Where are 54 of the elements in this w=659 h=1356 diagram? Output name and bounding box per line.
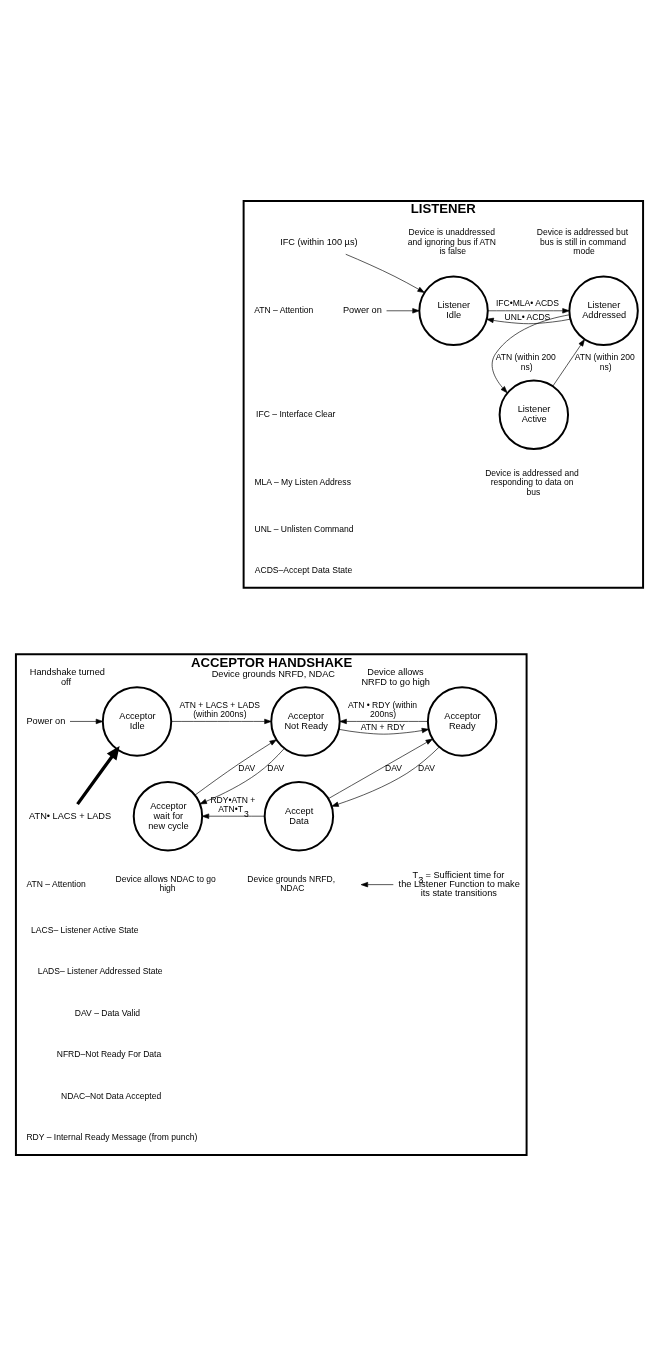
edge-label: ATN • RDY (within 200ns) [347,699,418,720]
label: ATN – Attention [26,878,86,889]
label: UNL – Unlisten Command [254,523,354,534]
node-text: Power on [26,715,66,726]
arrow [486,317,571,325]
label: ACDS–Accept Data State [254,564,353,575]
label: NFRD–Not Ready For Data [56,1049,162,1060]
node-label: Device is addressed but bus is still in command mode [536,227,629,256]
arrow [360,882,394,888]
arrow [491,314,570,394]
label: MLA – My Listen Address [254,477,351,488]
label: RDY – Internal Ready Message (from punch) [26,1132,198,1143]
arrow [552,339,585,387]
node-label: Device allows NDAC to go high [115,874,216,894]
arrow [386,308,420,314]
edge-label: ATN + LACS + LADS (within 200ns) [179,699,261,720]
node-text: Power on [342,305,382,316]
arrow [199,748,285,805]
label: DAV – Data Valid [74,1007,141,1018]
arrow [194,739,277,796]
label: ATN – Attention [254,305,314,316]
arrow [69,718,104,725]
node-text: ATN• LACS + LADS [29,810,112,821]
arrow [328,738,433,799]
edge-label: ATN + RDY [360,722,406,733]
edge-label: ATN (within 200 ns) [574,352,635,372]
node-circle: Accept Data [263,781,335,852]
edge-label: IFC•MLA• ACDS [495,298,559,309]
node-label: Handshake turned off [29,666,105,687]
label: NDAC–Not Data Accepted [61,1090,162,1101]
edge-label: DAV [238,763,256,774]
edge-label: ATN (within 200 ns) [495,352,556,372]
label: LACS– Listener Active State [31,924,139,935]
arrow [76,746,120,806]
node-circle: Acceptor wait for new cycle [132,781,204,852]
label: IFC – Interface Clear [256,409,336,420]
arrow [171,718,272,725]
arrow [345,253,425,293]
arrow [338,727,429,735]
edge-label: UNL• ACDS [504,311,551,322]
label: LADS– Listener Addressed State [37,966,163,977]
node-label: Device is addressed and responding to data on bus [485,468,579,497]
arrow [331,746,440,807]
edge-label: DAV [267,763,285,774]
node-circle: Acceptor Idle [101,686,173,757]
arrow [201,813,265,819]
node-text: IFC (within 100 µs) [280,236,358,247]
edge-label: DAV [385,763,403,774]
arrow [339,718,429,725]
arrow [487,308,570,314]
edge-label: DAV [418,763,435,774]
node-label: Device grounds NRFD, NDAC [247,874,336,894]
node-label: Device is unaddressed and ignoring bus if ATN is false [407,227,497,256]
node-label: Device allows NRFD to go high [361,666,430,687]
